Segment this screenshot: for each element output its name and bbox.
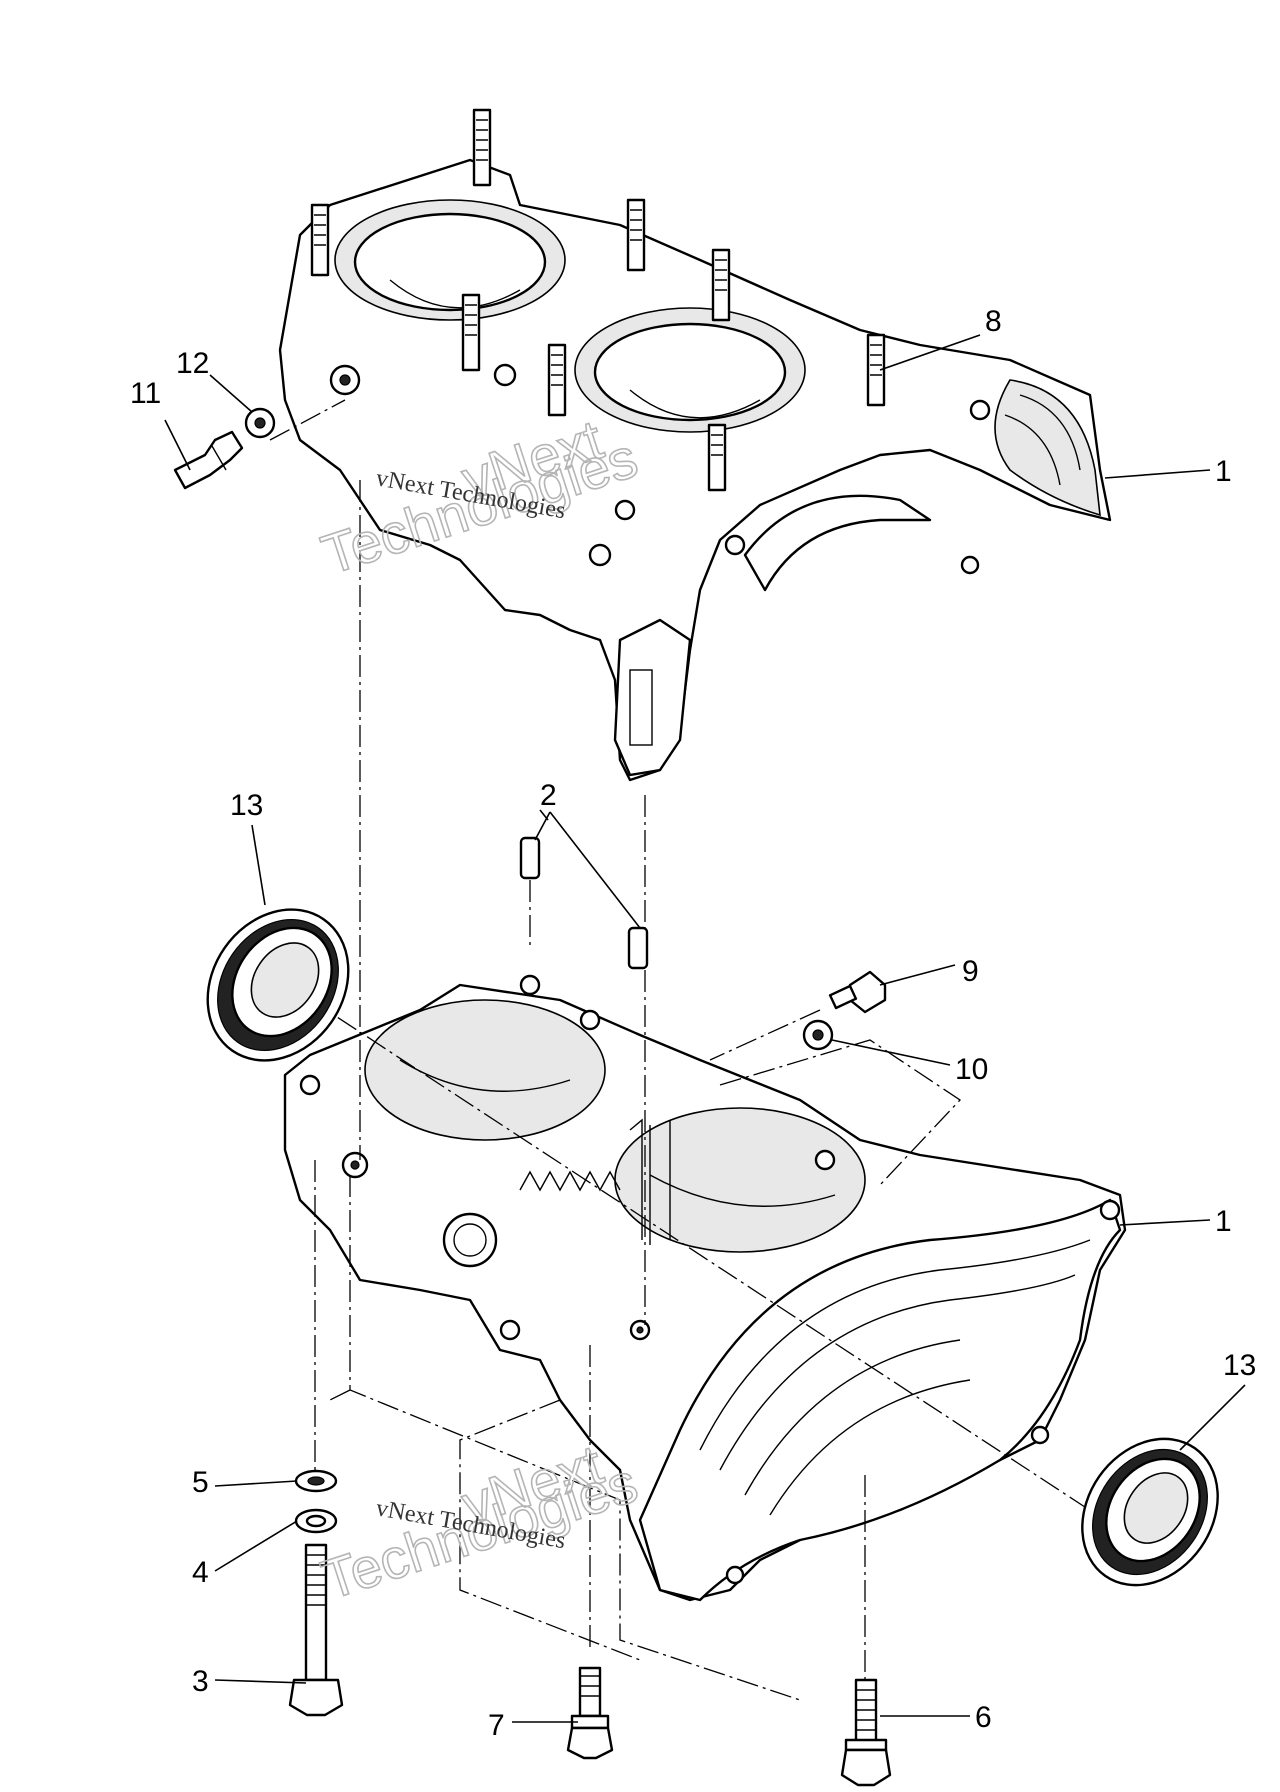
leader-lines [164,334,1246,1723]
callout-4: 4 [192,1556,209,1589]
callout-8: 8 [985,305,1002,338]
dowel-pins [519,836,649,970]
drain-plug [828,970,887,1014]
callout-11: 11 [130,377,161,410]
short-bolt [566,1666,614,1760]
callout-1-lower: 1 [1215,1205,1232,1238]
callout-7: 7 [488,1709,505,1742]
callout-1-upper: 1 [1215,455,1232,488]
callout-3: 3 [192,1665,209,1698]
plug-washer [802,1019,834,1051]
callout-labels: 1 1 2 3 4 5 6 7 8 9 10 11 12 13 13 [130,305,1256,1742]
callout-2: 2 [540,779,557,812]
stud-bolt [840,1678,892,1787]
callout-13-right: 13 [1223,1349,1256,1382]
callout-5: 5 [192,1466,209,1499]
callout-9: 9 [962,955,979,988]
lower-crankcase-half [283,974,1127,1701]
lock-washer [294,1508,338,1534]
callout-10: 10 [955,1053,988,1086]
callout-13-left: 13 [230,789,263,822]
cylinder-studs [310,108,886,492]
long-bolt [288,1543,344,1717]
upper-crankcase-half [278,108,1112,782]
flat-washer [294,1469,338,1493]
oil-seal-left [206,908,350,1062]
callout-6: 6 [975,1701,992,1734]
watermark-lower: vNext Technologies vNext Technologies [313,1431,645,1612]
fitting-nipple [173,430,244,490]
fitting-washer [244,407,276,439]
callout-12: 12 [176,347,209,380]
assembly-centerlines [249,399,1121,1680]
oil-seal-right [1081,1437,1219,1587]
